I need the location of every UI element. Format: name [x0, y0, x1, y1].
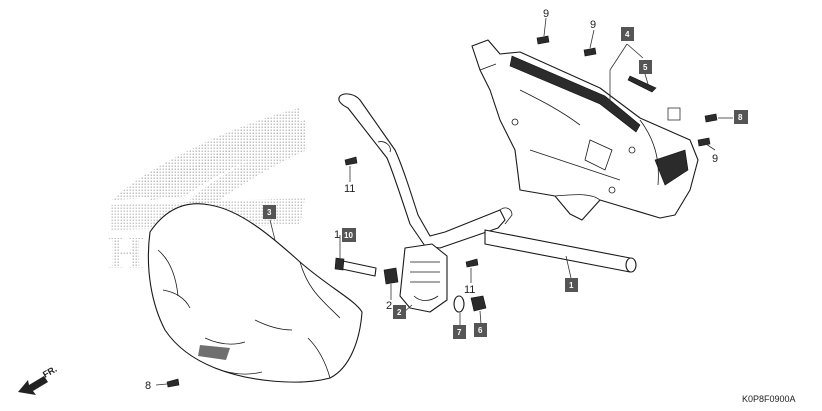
screw-11a-icon — [344, 156, 358, 166]
front-direction-arrow: FR. — [18, 364, 59, 395]
callout-box-3: 3 — [263, 205, 276, 219]
collar-2-icon — [383, 267, 399, 285]
diagram-code: K0P8F0900A — [742, 394, 796, 404]
handlebar — [338, 93, 637, 313]
svg-text:7: 7 — [457, 328, 462, 337]
screw-9c-icon — [697, 137, 711, 147]
callout-box-2: 2 — [393, 305, 406, 319]
screw-11b-icon — [465, 258, 479, 268]
svg-text:3: 3 — [267, 208, 272, 217]
svg-text:1: 1 — [569, 281, 574, 290]
callout-9-right: 9 — [712, 153, 718, 165]
svg-text:4: 4 — [625, 30, 630, 39]
screw-8-front-icon — [166, 378, 180, 388]
arrow-icon — [18, 376, 48, 395]
callout-2-plain: 2 — [386, 300, 392, 312]
callout-box-10: 10 — [342, 228, 356, 242]
screw-8-rear-icon — [704, 113, 718, 123]
svg-text:8: 8 — [738, 113, 743, 122]
emblem-placeholder-icon — [667, 107, 681, 121]
nut-6-icon — [470, 295, 487, 312]
screw-9a-icon — [536, 35, 550, 45]
rear-handlebar-cover — [471, 39, 699, 221]
callout-9-top-right: 9 — [590, 19, 596, 31]
callout-box-6: 6 — [474, 323, 487, 337]
callout-box-4: 4 — [621, 27, 634, 41]
front-handlebar-cover — [147, 203, 363, 383]
leader-lines — [155, 17, 733, 386]
clip-5-icon — [627, 75, 657, 93]
callout-11-lower: 11 — [464, 284, 475, 296]
svg-text:6: 6 — [478, 326, 483, 335]
callout-1-plain: 1 — [334, 229, 340, 241]
front-direction-label: FR. — [41, 364, 59, 380]
callout-box-8-rear: 8 — [734, 110, 748, 124]
svg-text:2: 2 — [397, 308, 402, 317]
screws — [166, 35, 718, 388]
callout-box-5: 5 — [639, 60, 652, 74]
callout-box-1: 1 — [565, 278, 578, 292]
screw-9b-icon — [583, 47, 597, 57]
svg-text:10: 10 — [344, 231, 353, 240]
svg-text:5: 5 — [643, 63, 648, 72]
callout-11-upper: 11 — [344, 183, 355, 195]
callout-9-top-left: 9 — [543, 8, 549, 20]
callout-8-front: 8 — [145, 380, 151, 392]
washer-7-icon — [453, 295, 465, 313]
callout-box-7: 7 — [453, 325, 466, 339]
callouts: 9 9 4 5 8 9 11 11 3 1 10 2 2 — [145, 8, 748, 392]
